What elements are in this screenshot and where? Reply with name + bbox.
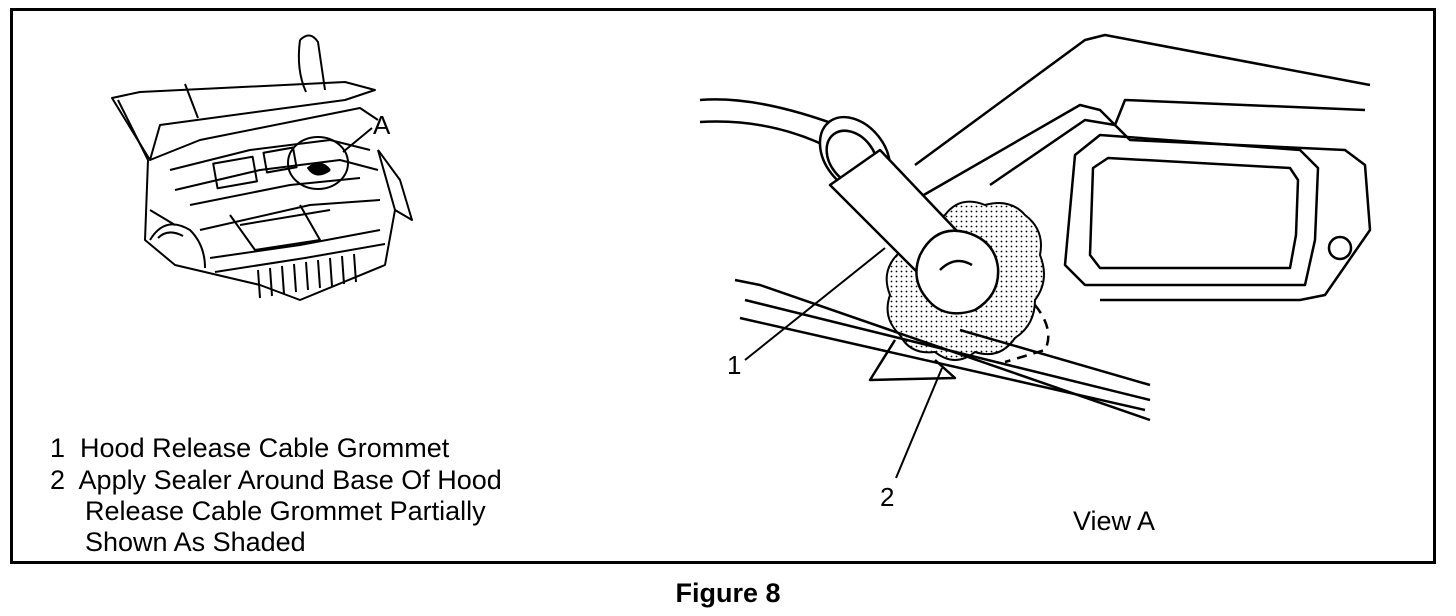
legend-item-1: 1 Hood Release Cable Grommet [50, 433, 449, 463]
callout-1-leader [744, 247, 886, 361]
legend-item-1-text: Hood Release Cable Grommet [80, 433, 450, 463]
grommet-body [828, 148, 1000, 315]
legend-item-2: 2 Apply Sealer Around Base Of Hood [50, 465, 502, 495]
callout-a-leader [342, 127, 373, 153]
callout-2-label: 2 [880, 482, 895, 512]
legend-item-2-continuation-2: Shown As Shaded [85, 527, 306, 557]
legend-item-2-text: Apply Sealer Around Base Of Hood [78, 465, 502, 495]
callout-2-leader [895, 367, 943, 479]
figure-frame [10, 8, 1436, 564]
callout-1-label: 1 [727, 350, 742, 380]
figure-caption: Figure 8 [675, 578, 781, 608]
callout-a-label: A [373, 110, 391, 140]
car-overview-illustration [111, 34, 413, 301]
legend-item-2-number: 2 [50, 465, 66, 495]
legend-item-2-continuation-1: Release Cable Grommet Partially [85, 496, 486, 526]
view-a-label: View A [1073, 506, 1156, 536]
legend-item-1-number: 1 [50, 433, 66, 463]
